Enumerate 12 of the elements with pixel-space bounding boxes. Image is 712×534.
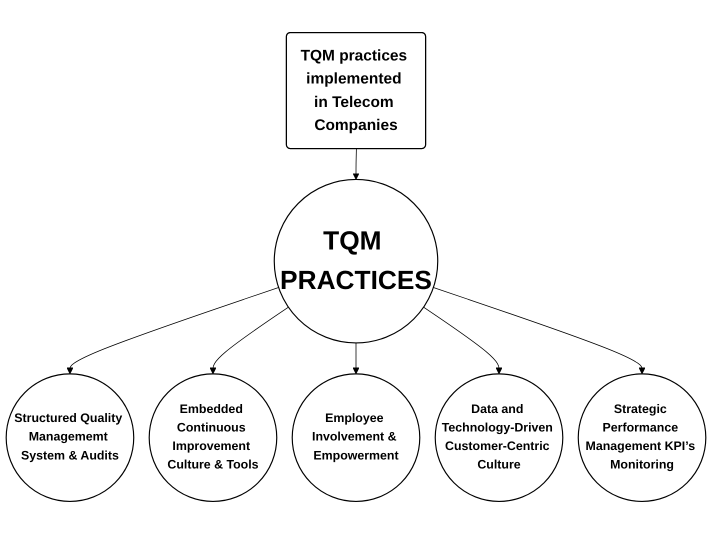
node-circle: Employee Involvement & Empowerment <box>292 373 420 502</box>
node-circle: Embedded Continuous Improvement Culture & Tools <box>148 373 278 502</box>
node-circle: TQM PRACTICES <box>274 178 438 344</box>
arrow <box>352 148 360 180</box>
arrow <box>423 306 502 374</box>
arrow <box>66 287 279 374</box>
arrow <box>210 306 289 374</box>
arrow <box>433 287 646 374</box>
node-circle: Structured Quality Managememt System & Audits <box>6 373 134 502</box>
arrow <box>352 342 360 374</box>
node-circle: Strategic Performance Management KPI’s Monitoring <box>578 373 706 502</box>
node-circle: Data and Technology-Driven Customer-Centric Culture <box>434 373 564 502</box>
